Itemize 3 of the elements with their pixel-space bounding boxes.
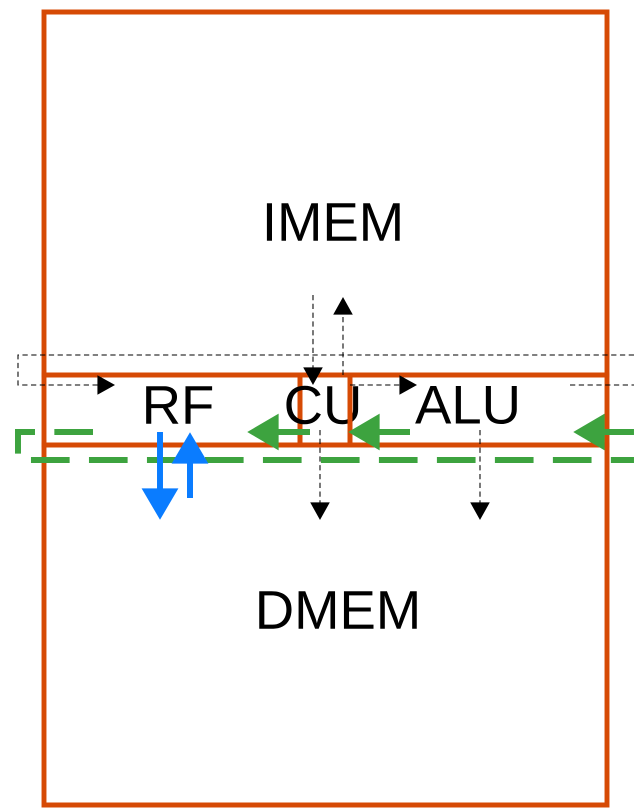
dashed-line <box>570 384 634 386</box>
block-box: IMEM <box>42 10 610 378</box>
block-box: DMEM <box>42 442 610 808</box>
